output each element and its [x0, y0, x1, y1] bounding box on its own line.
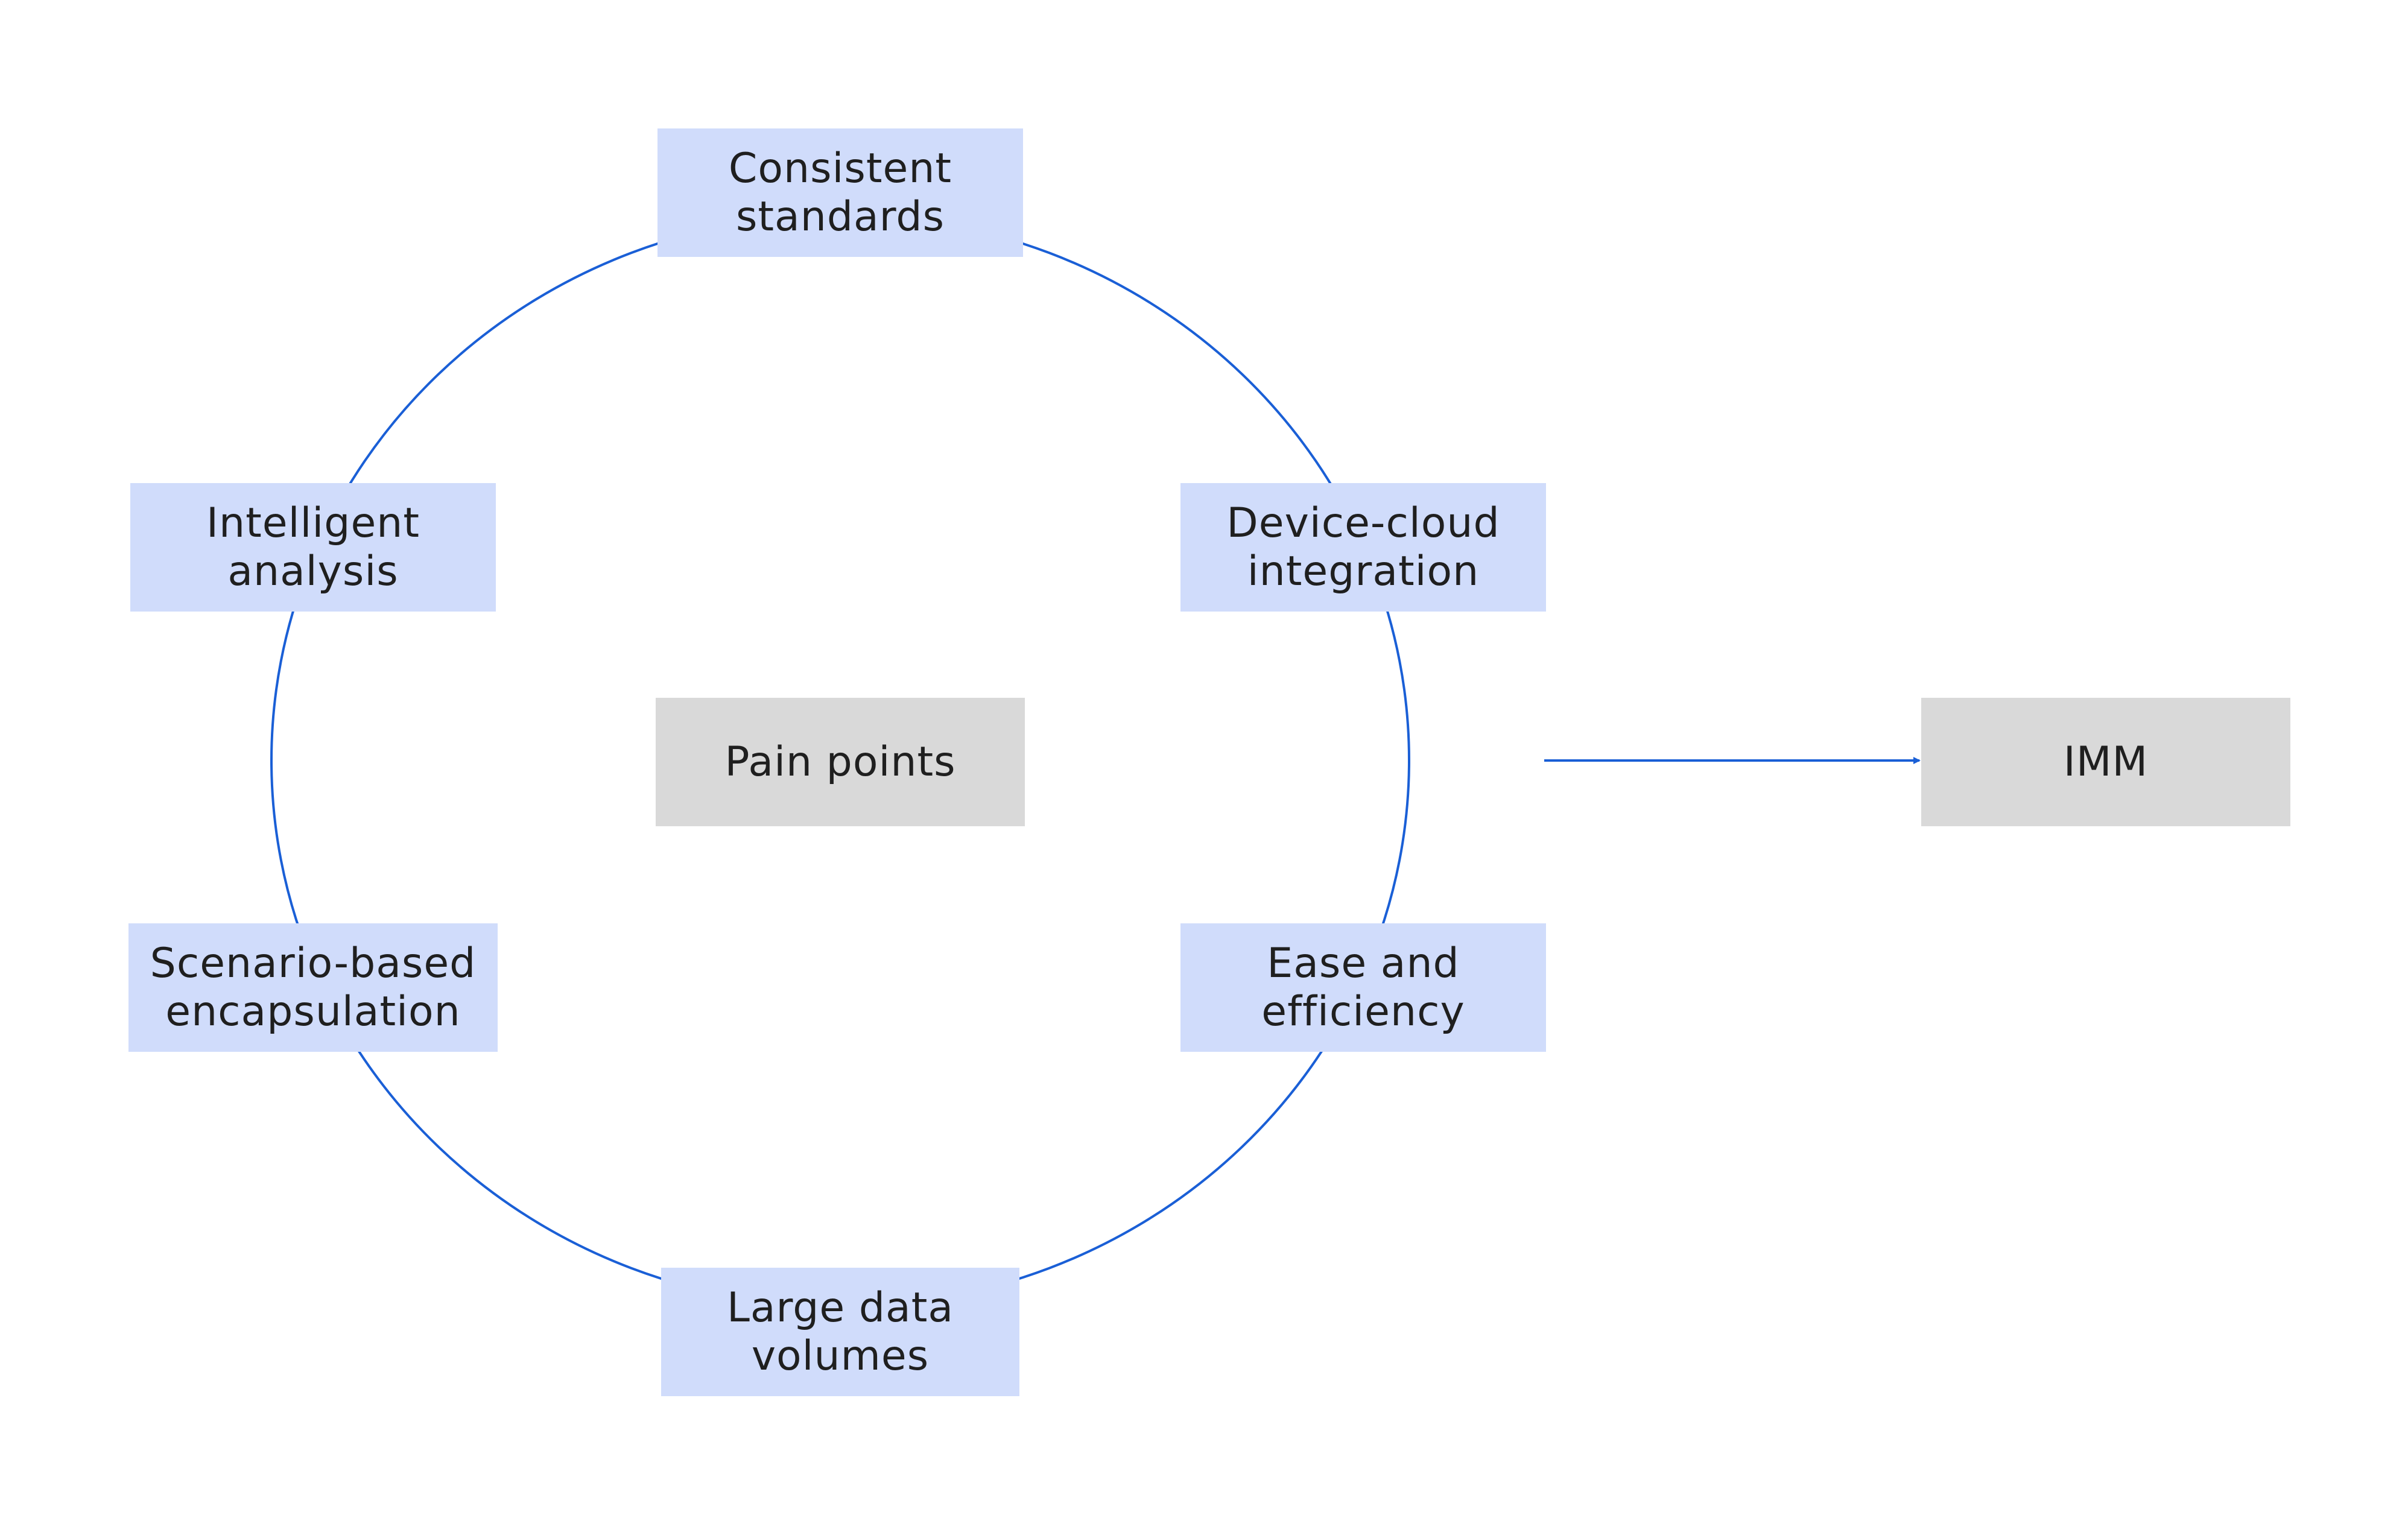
node-scenario-based-encapsulation-label: Scenario-based encapsulation — [150, 939, 477, 1036]
node-consistent-standards: Consistent standards — [657, 128, 1023, 257]
node-large-data-volumes: Large data volumes — [661, 1268, 1019, 1396]
node-ease-and-efficiency: Ease and efficiency — [1180, 923, 1546, 1052]
node-imm-label: IMM — [2063, 738, 2149, 786]
node-imm: IMM — [1921, 698, 2290, 826]
node-intelligent-analysis-label: Intelligent analysis — [206, 499, 420, 595]
node-consistent-standards-label: Consistent standards — [728, 144, 952, 241]
node-large-data-volumes-label: Large data volumes — [726, 1283, 954, 1380]
node-device-cloud-integration-label: Device-cloud integration — [1226, 499, 1500, 595]
node-pain-points-label: Pain points — [724, 738, 956, 786]
node-intelligent-analysis: Intelligent analysis — [130, 483, 496, 612]
node-scenario-based-encapsulation: Scenario-based encapsulation — [128, 923, 498, 1052]
node-ease-and-efficiency-label: Ease and efficiency — [1261, 939, 1465, 1036]
node-device-cloud-integration: Device-cloud integration — [1180, 483, 1546, 612]
node-pain-points: Pain points — [656, 698, 1025, 826]
